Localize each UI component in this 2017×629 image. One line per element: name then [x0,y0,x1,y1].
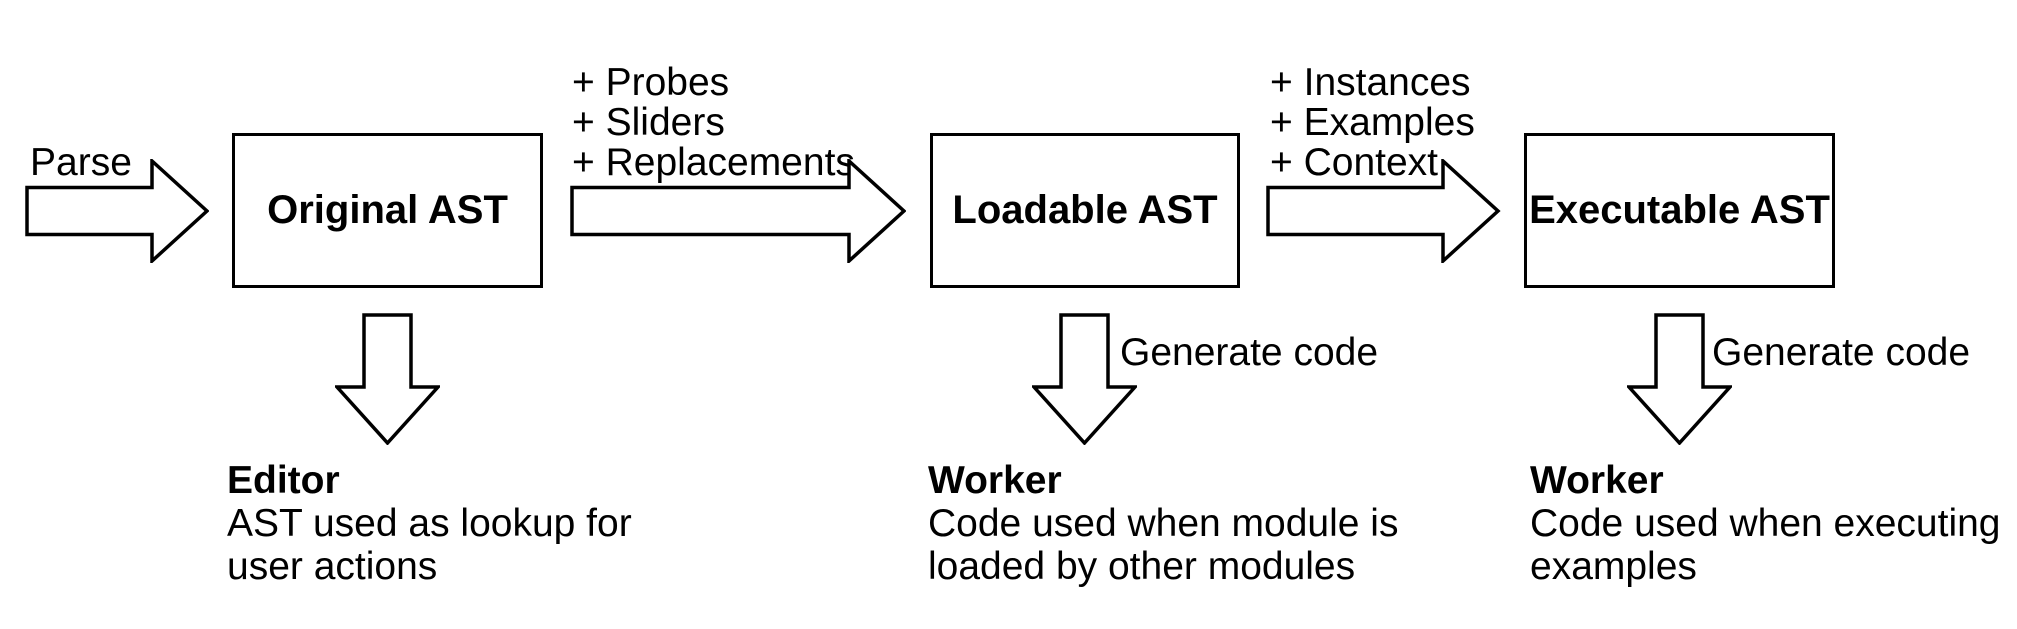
parse-right-arrow-icon [25,159,209,263]
instances-examples-context-label: + Instances + Examples + Context [1270,63,1475,183]
destination-description-line: user actions [227,545,438,588]
generate-code-label: Generate code [1712,331,1971,374]
destination-description-line: examples [1530,545,1697,588]
loadable-ast-box: Loadable AST [930,133,1240,288]
editor-destination-block: Editor AST used as lookup for user actio… [227,459,632,588]
transform-label-line: + Examples [1270,101,1475,144]
worker-execute-destination-block: Worker Code used when executing examples [1530,459,2001,588]
transform-label-line: + Context [1270,141,1439,184]
loadable-ast-box-label: Loadable AST [952,188,1218,232]
generate-code-down-arrow-icon [1032,313,1137,445]
transform-label-line: + Replacements [572,141,855,184]
executable-ast-box: Executable AST [1524,133,1835,288]
parse-arrow-label: Parse [30,141,132,184]
transform-label-line: + Sliders [572,101,725,144]
destination-description-line: loaded by other modules [928,545,1356,588]
probes-sliders-replacements-label: + Probes + Sliders + Replacements [572,63,855,183]
original-ast-box-label: Original AST [267,188,508,232]
generate-code-down-arrow-icon [1627,313,1732,445]
destination-description-line: AST used as lookup for [227,502,632,545]
destination-title: Worker [928,459,1062,502]
generate-code-label: Generate code [1120,331,1379,374]
destination-title: Worker [1530,459,1664,502]
executable-ast-box-label: Executable AST [1529,188,1830,232]
transform-label-line: + Instances [1270,61,1471,104]
original-ast-box: Original AST [232,133,543,288]
context-right-arrow-icon [1266,159,1501,263]
destination-description-line: Code used when module is [928,502,1399,545]
destination-description-line: Code used when executing [1530,502,2001,545]
worker-load-destination-block: Worker Code used when module is loaded b… [928,459,1398,588]
transform-label-line: + Probes [572,61,730,104]
destination-title: Editor [227,459,340,502]
transform-right-arrow-icon [570,159,906,263]
editor-down-arrow-icon [335,313,440,445]
